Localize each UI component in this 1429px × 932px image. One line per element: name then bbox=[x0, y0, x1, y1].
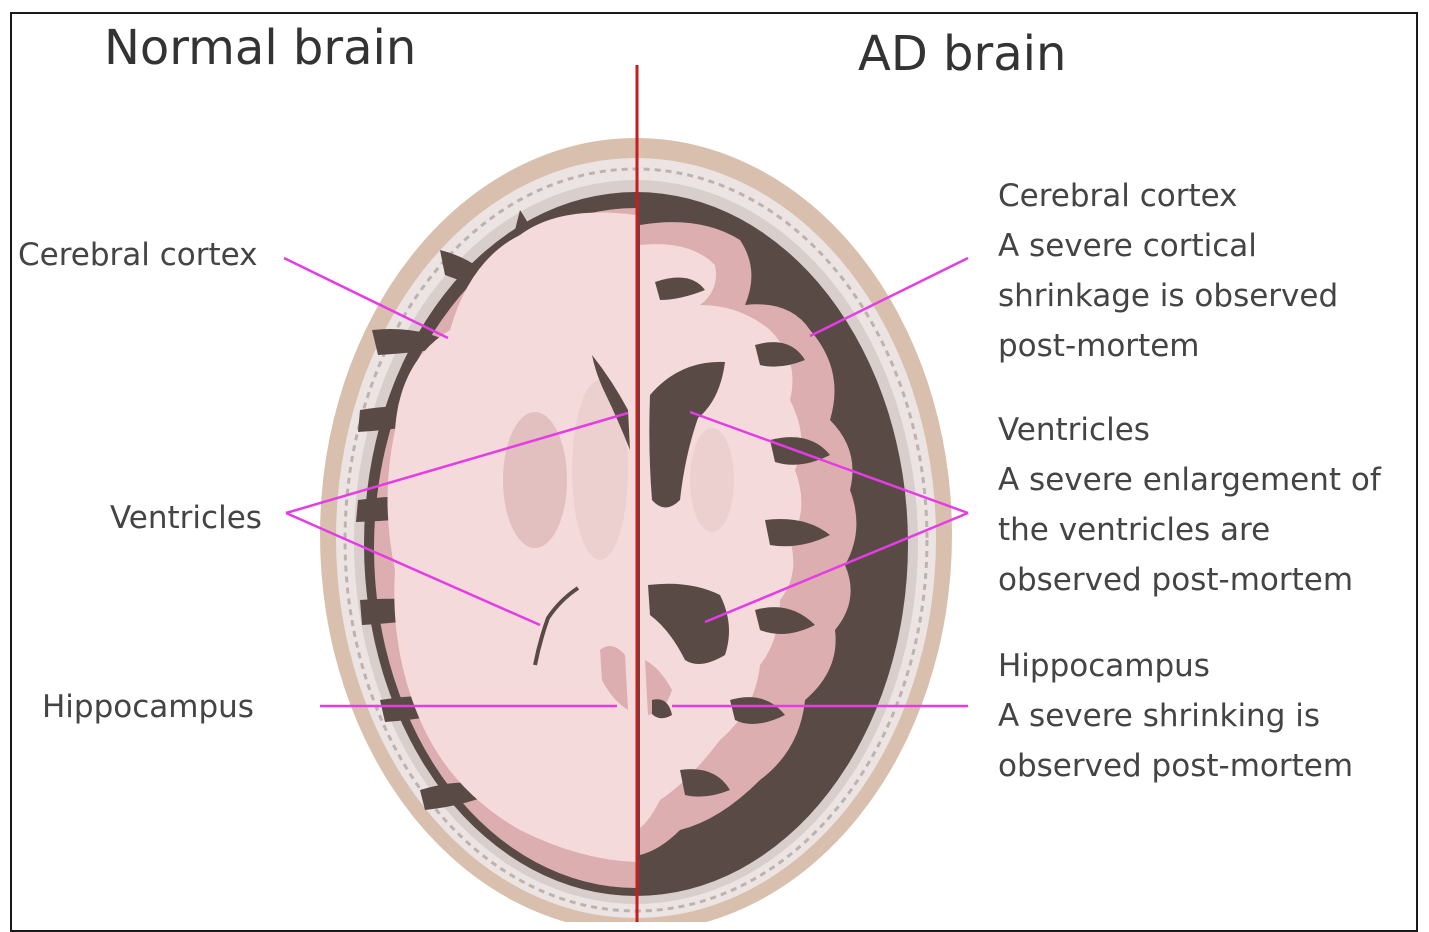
label-ad-ventricles-line: observed post-mortem bbox=[998, 555, 1381, 605]
label-normal-hippocampus: Hippocampus bbox=[42, 692, 254, 723]
label-ad-hippocampus-line: A severe shrinking is bbox=[998, 691, 1353, 741]
label-ad-cortex: Cerebral cortex A severe cortical shrink… bbox=[998, 171, 1338, 371]
label-ad-ventricles-line: Ventricles bbox=[998, 405, 1381, 455]
label-ad-cortex-line: Cerebral cortex bbox=[998, 171, 1338, 221]
label-ad-cortex-line: shrinkage is observed bbox=[998, 271, 1338, 321]
label-ad-hippocampus-line: observed post-mortem bbox=[998, 741, 1353, 791]
label-ad-cortex-line: A severe cortical bbox=[998, 221, 1338, 271]
label-ad-ventricles-line: the ventricles are bbox=[998, 505, 1381, 555]
label-ad-cortex-line: post-mortem bbox=[998, 321, 1338, 371]
label-ad-hippocampus-line: Hippocampus bbox=[998, 641, 1353, 691]
label-normal-ventricles: Ventricles bbox=[110, 503, 262, 534]
label-normal-cortex: Cerebral cortex bbox=[18, 240, 258, 271]
label-ad-hippocampus: Hippocampus A severe shrinking is observ… bbox=[998, 641, 1353, 791]
label-ad-ventricles-line: A severe enlargement of bbox=[998, 455, 1381, 505]
normal-brain-title: Normal brain bbox=[104, 24, 416, 72]
label-ad-ventricles: Ventricles A severe enlargement of the v… bbox=[998, 405, 1381, 605]
ad-brain-title: AD brain bbox=[858, 30, 1066, 78]
